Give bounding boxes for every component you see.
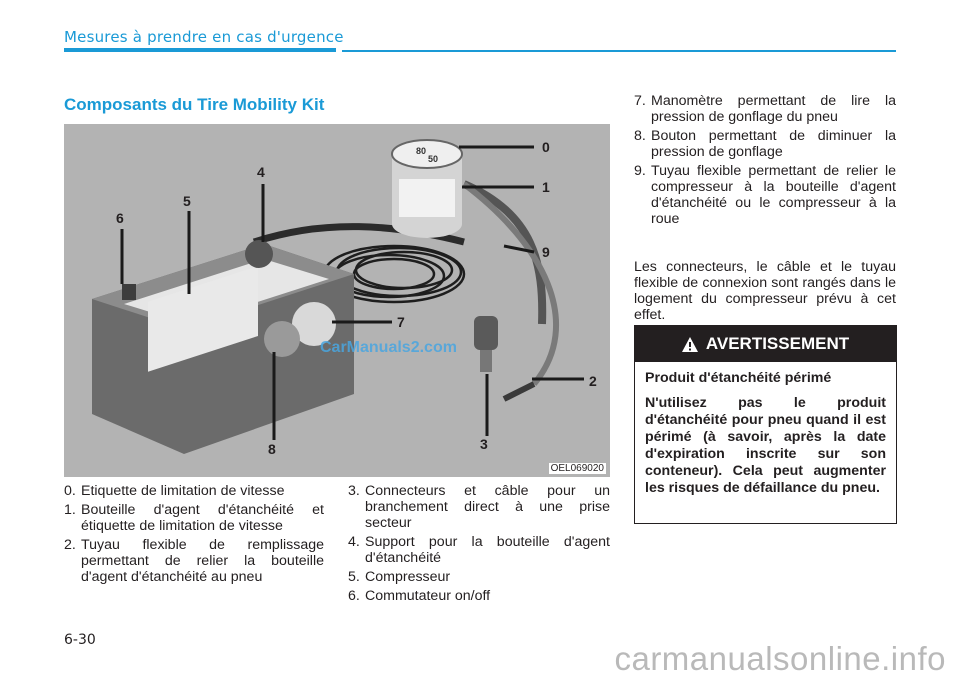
warning-box: AVERTISSEMENT Produit d'étanchéité périm… bbox=[634, 325, 897, 524]
header-rule-thick bbox=[64, 48, 336, 52]
page-number: 6-30 bbox=[64, 632, 96, 648]
item-number: 5. bbox=[348, 569, 360, 585]
item-text: Bouteille d'agent d'étanchéité et étique… bbox=[81, 502, 324, 534]
callout-5: 5 bbox=[183, 193, 191, 209]
tire-mobility-kit-figure: 80 50 0 1 2 3 4 5 6 7 8 9 CarManual bbox=[64, 124, 610, 477]
list-item: 0. Etiquette de limitation de vitesse bbox=[64, 483, 324, 499]
item-number: 8. bbox=[634, 128, 646, 144]
list-item: 5. Compresseur bbox=[348, 569, 610, 585]
leader-lines bbox=[120, 145, 584, 440]
list-item: 6. Commutateur on/off bbox=[348, 588, 610, 604]
item-number: 1. bbox=[64, 502, 76, 518]
callout-8: 8 bbox=[268, 441, 276, 457]
warning-subtitle: Produit d'étanchéité périmé bbox=[645, 370, 832, 386]
list-item: 7. Manomètre permettant de lire la pressi… bbox=[634, 93, 896, 125]
item-number: 0. bbox=[64, 483, 76, 499]
item-number: 7. bbox=[634, 93, 646, 109]
kit-illustration: 80 50 0 1 2 3 4 5 6 7 8 9 bbox=[92, 139, 597, 457]
callout-3: 3 bbox=[480, 436, 488, 452]
item-number: 3. bbox=[348, 483, 360, 499]
gauge-mark-50: 50 bbox=[428, 154, 438, 164]
list-item: 1. Bouteille d'agent d'étanchéité et étiq… bbox=[64, 502, 324, 534]
warning-triangle-icon bbox=[681, 336, 698, 352]
components-list-col2: 3. Connecteurs et câble pour un brancheme… bbox=[348, 483, 610, 607]
list-item: 9. Tuyau flexible permettant de relier le… bbox=[634, 163, 896, 227]
item-number: 6. bbox=[348, 588, 360, 604]
components-list-col3: 7. Manomètre permettant de lire la pressi… bbox=[634, 93, 896, 230]
warning-body: Produit d'étanchéité périmé N'utilisez p… bbox=[635, 362, 896, 497]
callout-1: 1 bbox=[542, 179, 550, 195]
switch-6 bbox=[122, 284, 136, 300]
figure-watermark: CarManuals2.com bbox=[320, 339, 457, 356]
callout-9: 9 bbox=[542, 244, 550, 260]
storage-note: Les connecteurs, le câble et le tuyau fl… bbox=[634, 259, 896, 324]
list-item: 3. Connecteurs et câble pour un brancheme… bbox=[348, 483, 610, 531]
compressor-body bbox=[92, 240, 354, 454]
hose-end-2 bbox=[502, 381, 536, 402]
callout-7: 7 bbox=[397, 314, 405, 330]
callout-4: 4 bbox=[257, 164, 265, 180]
warning-text: N'utilisez pas le produit d'étanchéité p… bbox=[645, 395, 886, 496]
gauge-7 bbox=[292, 302, 336, 346]
item-text: Commutateur on/off bbox=[365, 588, 491, 604]
callout-0: 0 bbox=[542, 139, 550, 155]
list-item: 4. Support pour la bouteille d'agent d'ét… bbox=[348, 534, 610, 566]
list-item: 2. Tuyau flexible de remplissage permetta… bbox=[64, 537, 324, 585]
fill-hose-2 bbox=[462, 181, 560, 386]
callout-6: 6 bbox=[116, 210, 124, 226]
item-text: Etiquette de limitation de vitesse bbox=[81, 483, 285, 499]
warning-header: AVERTISSEMENT bbox=[635, 326, 896, 362]
item-text: Support pour la bouteille d'agent d'étan… bbox=[365, 534, 610, 566]
header-rule-thin bbox=[342, 50, 896, 52]
bottle-holder-4 bbox=[245, 240, 273, 268]
figure-code: OEL069020 bbox=[548, 463, 606, 474]
header-title: Mesures à prendre en cas d'urgence bbox=[64, 28, 344, 46]
hose-connector bbox=[462, 180, 547, 325]
list-item: 8. Bouton permettant de diminuer la press… bbox=[634, 128, 896, 160]
plug-connector-3 bbox=[474, 316, 498, 372]
item-number: 4. bbox=[348, 534, 360, 550]
item-text: Connecteurs et câble pour un branchement… bbox=[365, 483, 610, 531]
gauge-mark-80: 80 bbox=[416, 146, 426, 156]
item-text: Tuyau flexible permettant de relier le c… bbox=[651, 163, 896, 227]
sealant-bottle-1 bbox=[391, 139, 463, 238]
callout-2: 2 bbox=[589, 373, 597, 389]
item-number: 2. bbox=[64, 537, 76, 553]
site-watermark: carmanualsonline.info bbox=[614, 640, 946, 677]
item-text: Bouton permettant de diminuer la pressio… bbox=[651, 128, 896, 160]
release-button-8 bbox=[264, 321, 300, 357]
warning-heading: AVERTISSEMENT bbox=[705, 334, 850, 353]
item-text: Manomètre permettant de lire la pression… bbox=[651, 93, 896, 125]
item-number: 9. bbox=[634, 163, 646, 179]
section-title: Composants du Tire Mobility Kit bbox=[64, 95, 325, 114]
item-text: Compresseur bbox=[365, 569, 451, 585]
components-list-col1: 0. Etiquette de limitation de vitesse 1. B… bbox=[64, 483, 324, 588]
item-text: Tuyau flexible de remplissage permettant… bbox=[81, 537, 324, 585]
